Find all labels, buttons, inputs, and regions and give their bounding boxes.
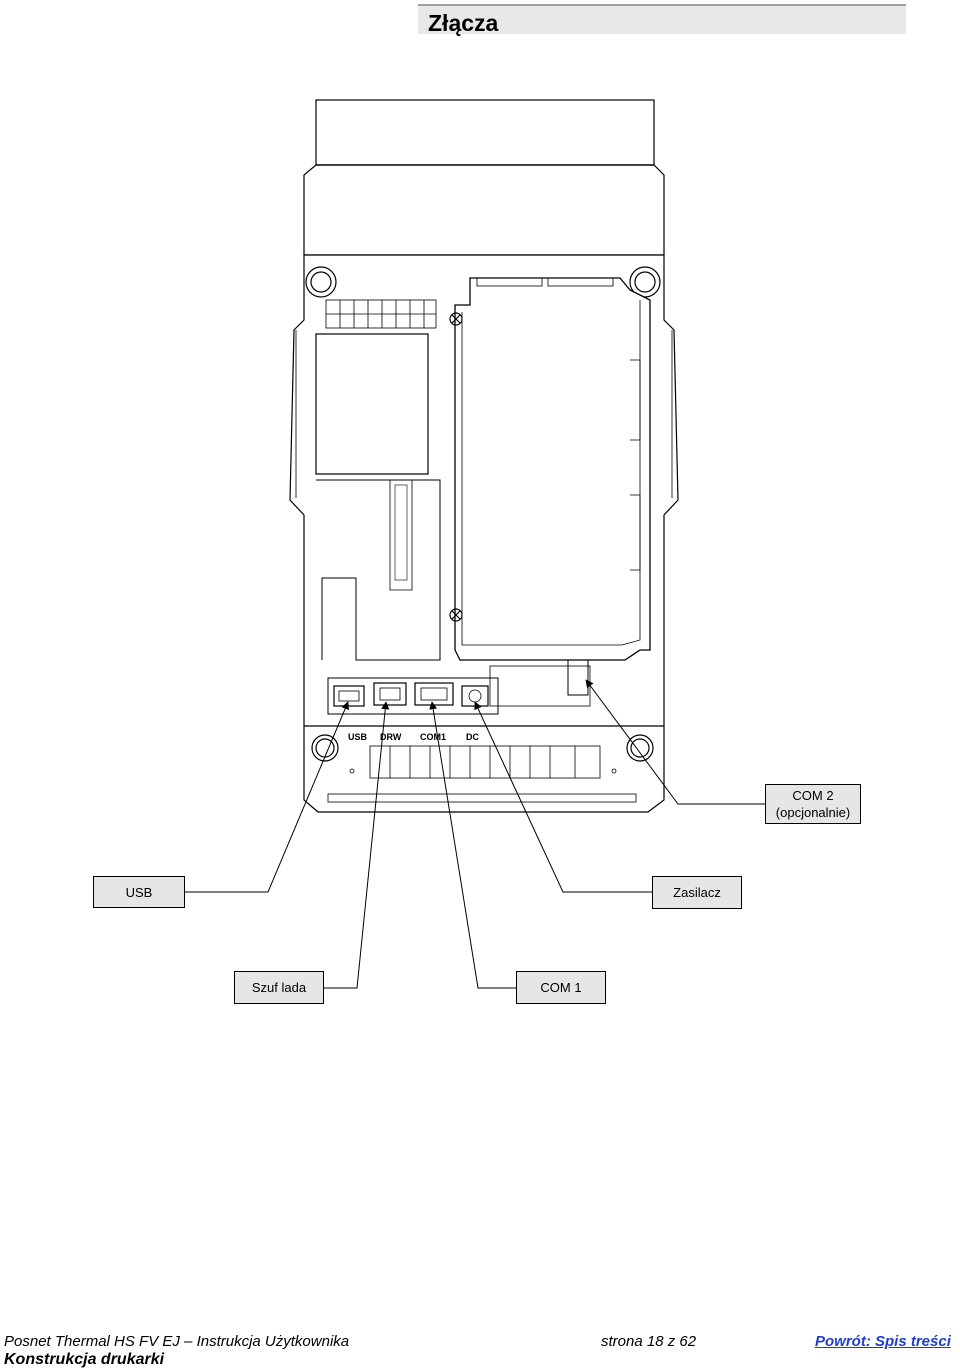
callout-drawer: Szuf lada	[234, 971, 324, 1004]
port-label-com1: COM1	[420, 732, 446, 742]
footer-manual-title: Posnet Thermal HS FV EJ – Instrukcja Uży…	[4, 1333, 350, 1350]
page-header: Złącza	[418, 4, 906, 36]
printer-body	[289, 99, 679, 813]
callout-com2: COM 2 (opcjonalnie)	[765, 784, 861, 824]
port-label-dc: DC	[466, 732, 479, 742]
callout-lines	[185, 679, 765, 989]
footer-section-title: Konstrukcja drukarki	[4, 1351, 165, 1368]
page-title: Złącza	[428, 10, 499, 36]
callout-com2-line1: COM 2	[792, 788, 834, 803]
callout-power: Zasilacz	[652, 876, 742, 909]
callout-line-usb	[185, 701, 349, 893]
callout-line-com1	[429, 701, 516, 989]
port-labels: USB DRW COM1 DC	[348, 732, 479, 742]
back-to-toc-link[interactable]: Powrót: Spis treści	[815, 1333, 951, 1350]
footer-page-number: strona 18 z 62	[601, 1333, 697, 1350]
callout-com2-line2: (opcjonalnie)	[775, 805, 851, 820]
callout-line-com2	[585, 679, 765, 805]
callout-com1: COM 1	[516, 971, 606, 1004]
port-label-drw: DRW	[380, 732, 402, 742]
callout-line-drawer	[324, 701, 390, 989]
port-label-usb: USB	[348, 732, 368, 742]
callout-usb: USB	[93, 876, 185, 908]
callout-line-power	[474, 701, 652, 893]
